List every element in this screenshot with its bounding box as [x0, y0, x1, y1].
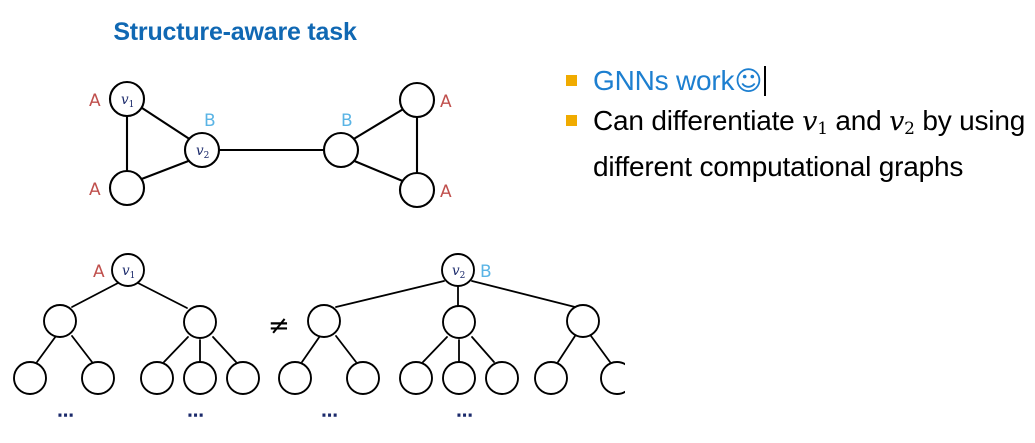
tree-leaf-r5[interactable]	[485, 361, 519, 395]
class-label-b-2: B	[341, 111, 353, 131]
tree-leaf-r4[interactable]	[442, 361, 476, 395]
edge-l-c1-g2	[71, 335, 93, 363]
class-label-a-4: A	[440, 182, 452, 202]
bullet-list: GNNs work☺ Can differentiate v1 and v2 b…	[566, 62, 1035, 187]
bullet-square-icon	[566, 75, 577, 86]
edge-r-c3-g6	[557, 335, 576, 363]
tree-leaf-l1[interactable]	[13, 361, 47, 395]
tree-node-left-c1[interactable]	[43, 304, 77, 338]
tree-class-label-a: A	[93, 262, 105, 282]
node-a-bottom-left[interactable]	[108, 169, 146, 207]
tree-leaf-r7[interactable]	[600, 361, 625, 395]
edge-v1-v2	[137, 104, 193, 142]
bullet-2-text: Can differentiate v1 and v2 by using dif…	[593, 102, 1035, 185]
tree-node-v2-root[interactable]	[441, 253, 475, 287]
bullet-item-2: Can differentiate v1 and v2 by using dif…	[566, 102, 1035, 185]
bullet-2-suffix: by using different computational graphs	[593, 105, 1026, 182]
edge-r-c3-g7	[590, 335, 611, 363]
tree-leaf-r1[interactable]	[278, 361, 312, 395]
tree-leaf-r3[interactable]	[399, 361, 433, 395]
tree-class-label-b: B	[480, 262, 492, 282]
tree-leaf-l5[interactable]	[226, 361, 260, 395]
math-var-v2: v2	[889, 106, 915, 139]
node-a-top-right[interactable]	[398, 81, 436, 119]
page-title: Structure-aware task	[113, 18, 357, 46]
bullet-item-1: GNNs work☺	[566, 62, 1035, 100]
ellipsis-2: ⋯	[187, 406, 206, 426]
class-label-a-2: A	[89, 180, 101, 200]
edge-l-root-c2	[137, 282, 188, 309]
smiley-icon: ☺	[734, 66, 763, 97]
class-label-a-1: A	[89, 91, 101, 111]
top-graph: v1 v2 A A B B A A	[89, 80, 452, 209]
edge-l-c2-g5	[212, 336, 237, 363]
edge-l-c2-g3	[163, 336, 189, 363]
math-var-v1: v1	[802, 106, 828, 139]
edge-r-c1-g2	[335, 335, 357, 363]
tree-node-v1-root[interactable]	[111, 253, 145, 287]
edge-a2-v2	[137, 158, 193, 182]
edge-r-root-c1	[335, 280, 445, 308]
edge-r-c1-g1	[301, 335, 321, 363]
node-v2[interactable]	[183, 131, 221, 169]
bullet-square-icon	[566, 115, 577, 126]
text-cursor	[764, 66, 767, 96]
tree-leaf-l4[interactable]	[183, 361, 217, 395]
class-label-a-3: A	[440, 92, 452, 112]
node-b-right[interactable]	[322, 131, 360, 169]
bullet-2-mid: and	[827, 105, 890, 136]
tree-node-right-c3[interactable]	[566, 304, 600, 338]
ellipsis-4: ⋯	[456, 406, 475, 426]
tree-leaf-r2[interactable]	[346, 361, 380, 395]
edge-r-c2-g5	[471, 336, 495, 363]
edge-r-c2-g3	[422, 336, 448, 363]
edge-b2-a3	[350, 106, 407, 142]
tree-node-right-c1[interactable]	[307, 304, 341, 338]
right-computation-tree: v2 B ⋯ ⋯	[278, 253, 625, 426]
bullet-1-label: GNNs work	[593, 65, 735, 96]
ellipsis-3: ⋯	[321, 406, 340, 426]
node-v1[interactable]	[108, 80, 146, 118]
bullet-1-text: GNNs work☺	[593, 62, 767, 100]
class-label-b-1: B	[204, 111, 216, 131]
node-a-bottom-right[interactable]	[398, 171, 436, 209]
tree-leaf-r6[interactable]	[534, 361, 568, 395]
edge-r-root-c3	[471, 280, 576, 308]
figure-region: v1 v2 A A B B A A	[13, 80, 625, 426]
not-equal-symbol: ≠	[268, 311, 290, 341]
edge-l-root-c1	[71, 282, 119, 308]
edge-b2-a4	[350, 158, 407, 184]
edge-l-c1-g1	[36, 335, 57, 363]
ellipsis-1: ⋯	[57, 406, 76, 426]
tree-node-left-c2[interactable]	[183, 305, 217, 339]
tree-leaf-l3[interactable]	[140, 361, 174, 395]
tree-node-right-c2[interactable]	[442, 305, 476, 339]
tree-leaf-l2[interactable]	[81, 361, 115, 395]
bullet-2-prefix: Can differentiate	[593, 105, 803, 136]
left-computation-tree: v1 A ⋯ ⋯	[13, 253, 260, 426]
